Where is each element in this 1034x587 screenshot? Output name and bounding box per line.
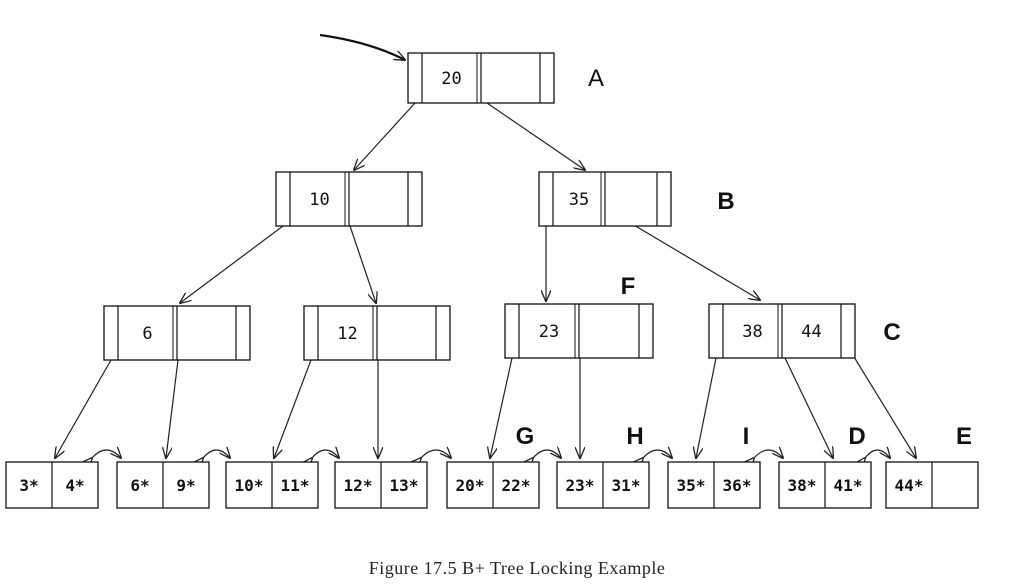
node-key: 44 (801, 322, 821, 342)
leaf-sibling-link (421, 450, 451, 458)
leaf-node: 44* (885, 461, 979, 509)
tree-node-n12: 12 (303, 305, 451, 361)
leaf-key: 38* (788, 476, 817, 495)
tree-node-n23: 23 (504, 303, 654, 359)
node-key: 38 (742, 322, 762, 342)
leaf-label-i: I (743, 423, 750, 450)
node-key: 12 (337, 324, 357, 344)
leaf-node: 6* 9* (116, 461, 210, 509)
tree-edge (166, 359, 179, 458)
tree-edge (696, 357, 717, 458)
tree-edge (55, 359, 112, 458)
leaf-sibling-link (754, 450, 783, 458)
leaf-key: 6* (130, 476, 149, 495)
leaf-key: 23* (566, 476, 595, 495)
leaf-key: 9* (176, 476, 195, 495)
node-key: 10 (309, 190, 329, 210)
tree-edge (784, 357, 833, 458)
tree-node-root: 20 (407, 52, 555, 104)
tree-node-n35: 35 (538, 171, 672, 227)
leaf-node: 10* 11* (225, 461, 319, 509)
leaf-node: 35* 36* (667, 461, 761, 509)
leaf-key: 22* (502, 476, 531, 495)
leaf-key: 11* (281, 476, 310, 495)
leaf-sibling-link (533, 450, 561, 458)
leaf-key: 12* (344, 476, 373, 495)
root-entry-arrow (319, 33, 405, 60)
tree-edge (180, 225, 284, 303)
leaf-label-g: G (516, 423, 535, 450)
tree-edge (611, 211, 760, 300)
node-label-b: B (717, 188, 734, 215)
leaf-node: 12* 13* (334, 461, 428, 509)
leaf-key: 20* (456, 476, 485, 495)
leaf-node: 3* 4* (5, 461, 99, 509)
leaf-key: 13* (390, 476, 419, 495)
leaf-key: 31* (612, 476, 641, 495)
tree-node-n10: 10 (275, 171, 423, 227)
node-key: 6 (142, 324, 152, 344)
leaf-key: 4* (65, 476, 84, 495)
leaf-sibling-link (203, 450, 230, 458)
tree-edge (486, 102, 585, 170)
leaf-key: 36* (723, 476, 752, 495)
tree-node-n6: 6 (103, 305, 251, 361)
leaf-label-e: E (956, 423, 972, 450)
node-key: 20 (441, 69, 461, 89)
node-label-a: A (588, 65, 604, 92)
leaf-key: 3* (19, 476, 38, 495)
node-key: 23 (539, 322, 559, 342)
tree-edge (490, 357, 513, 458)
leaf-key: 35* (677, 476, 706, 495)
leaf-label-d: D (848, 423, 865, 450)
node-label-f: F (621, 273, 636, 300)
tree-edge (850, 351, 916, 458)
leaf-key: 41* (834, 476, 863, 495)
tree-edge (354, 102, 416, 170)
tree-node-n38: 38 44 (708, 303, 856, 359)
leaf-key: 10* (235, 476, 264, 495)
tree-edge (274, 359, 312, 458)
node-label-c: C (883, 319, 900, 346)
tree-edge (349, 225, 376, 303)
leaf-sibling-link (92, 450, 121, 458)
leaf-node: 38* 41* (778, 461, 872, 509)
leaf-sibling-link (643, 450, 672, 458)
leaf-key: 44* (895, 476, 924, 495)
leaf-sibling-link (312, 450, 339, 458)
leaf-label-h: H (626, 423, 643, 450)
figure-caption: Figure 17.5 B+ Tree Locking Example (368, 558, 666, 578)
leaf-sibling-link (865, 450, 890, 458)
leaf-node: 20* 22* (446, 461, 540, 509)
node-key: 35 (569, 190, 589, 210)
leaf-node: 23* 31* (556, 461, 650, 509)
